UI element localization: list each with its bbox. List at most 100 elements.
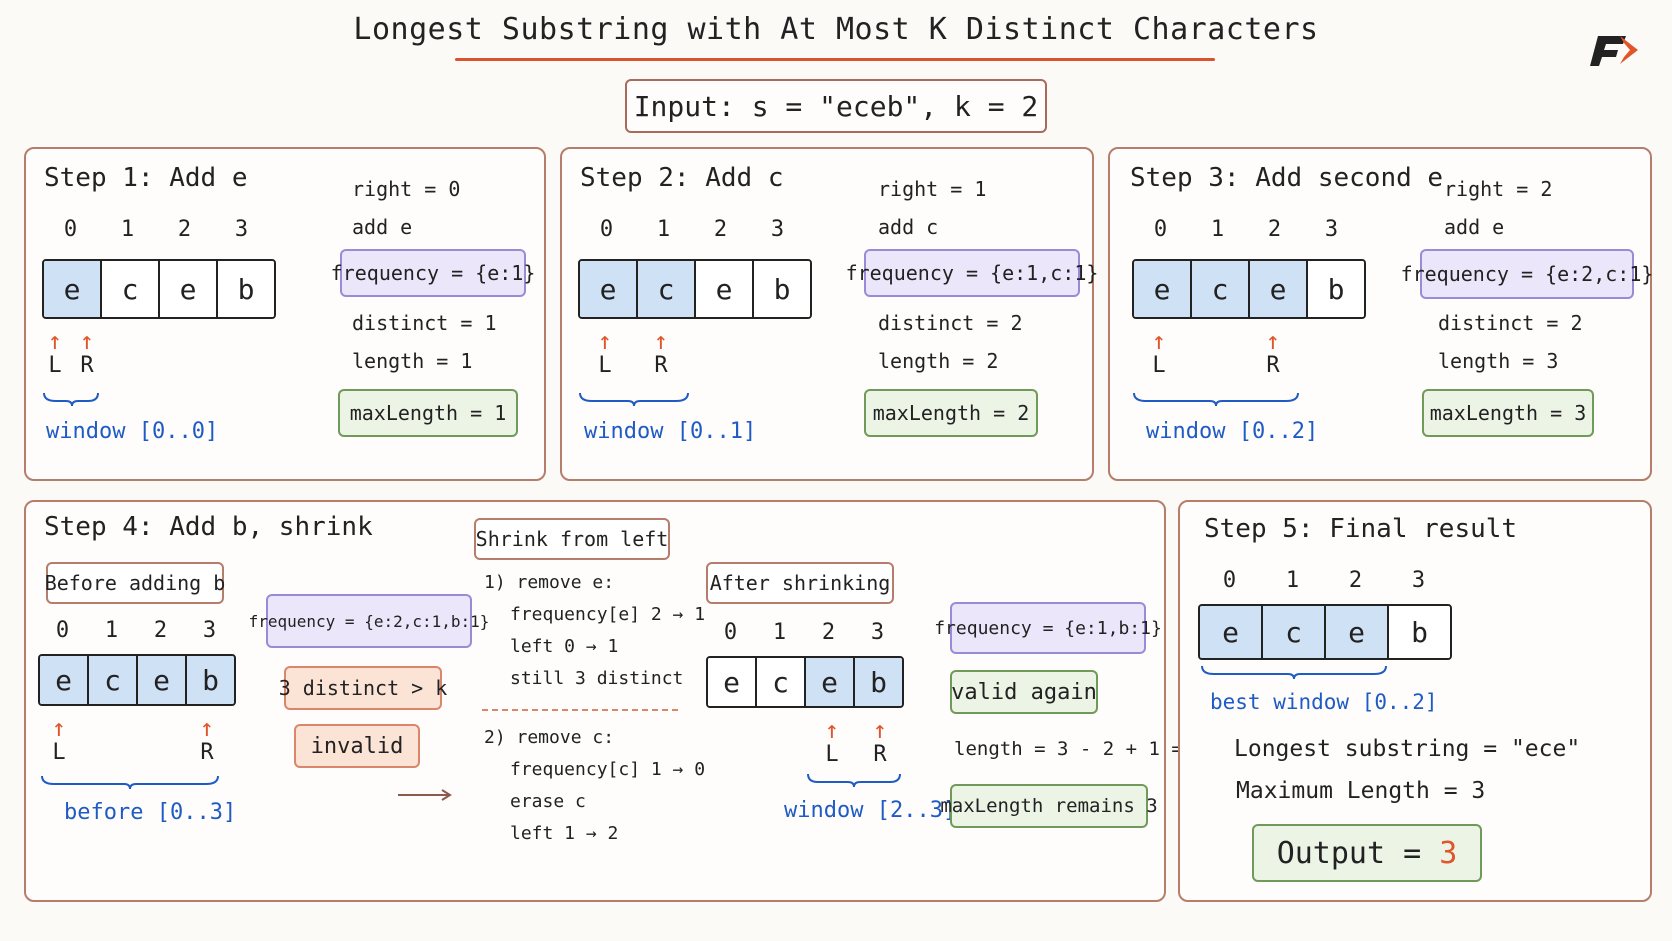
right-pointer: ↑R (79, 327, 95, 378)
shrink-step: frequency[e] 2 → 1 (510, 604, 706, 625)
maximum-length: Maximum Length = 3 (1236, 778, 1486, 804)
step4-length: length = 3 - 2 + 1 = 2 (954, 738, 1206, 760)
step4-after-indices: 0 1 2 3 (706, 620, 902, 645)
array-cell: e (708, 658, 757, 706)
output-value: 3 (1439, 835, 1458, 871)
shrink-step: still 3 distinct (510, 668, 684, 689)
array-cell: e (1200, 606, 1263, 658)
index-label: 3 (770, 217, 785, 242)
index-label: 2 (153, 618, 168, 643)
array-cell: e (40, 656, 89, 704)
brand-logo (1586, 30, 1642, 70)
array-cell: e (1250, 261, 1308, 317)
left-pointer: ↑L (597, 327, 613, 378)
step2-indices: 0 1 2 3 (578, 217, 806, 242)
left-pointer: ↑L (51, 714, 67, 765)
step2-length: length = 2 (878, 349, 999, 373)
shrink-step: erase c (510, 791, 586, 812)
array-cell: b (855, 658, 902, 706)
index-label: 0 (723, 620, 738, 645)
index-label: 3 (1324, 217, 1339, 242)
step1-add: add e (352, 215, 413, 239)
index-label: 1 (1285, 568, 1300, 593)
divider (482, 709, 678, 711)
index-label: 3 (202, 618, 217, 643)
array-cell: b (218, 261, 274, 317)
before-brace (41, 775, 219, 790)
array-cell: b (754, 261, 810, 317)
array-cell: b (187, 656, 234, 704)
index-label: 1 (772, 620, 787, 645)
frequency-after: frequency = {e:1,b:1} (934, 602, 1162, 654)
step5-indices: 0 1 2 3 (1198, 568, 1450, 593)
step2-right: right = 1 (878, 177, 987, 201)
index-label: 0 (1222, 568, 1237, 593)
step2-distinct: distinct = 2 (878, 311, 1023, 335)
index-label: 2 (713, 217, 728, 242)
step1-right: right = 0 (352, 177, 461, 201)
title-underline (455, 58, 1215, 61)
before-window: before [0..3] (64, 800, 237, 825)
index-label: 1 (104, 618, 119, 643)
step3-panel: Step 3: Add second e 0 1 2 3 e c e b ↑L … (1108, 147, 1653, 481)
step4-after-array: e c e b (706, 656, 904, 708)
step1-distinct: distinct = 1 (352, 311, 497, 335)
step2-array: e c e b (578, 259, 812, 319)
right-pointer: ↑R (199, 714, 215, 765)
index-label: 1 (656, 217, 671, 242)
array-cell: c (89, 656, 138, 704)
index-label: 2 (1267, 217, 1282, 242)
array-cell: b (1389, 606, 1450, 658)
left-pointer: ↑L (824, 716, 840, 767)
window-brace (43, 392, 99, 407)
window-brace (1133, 392, 1299, 407)
step2-maxlength: maxLength = 2 (864, 389, 1038, 437)
input-label: Input: s = "eceb", k = 2 (633, 89, 1039, 123)
best-window-brace (1201, 665, 1387, 680)
index-label: 3 (1411, 568, 1426, 593)
array-cell: e (44, 261, 102, 317)
array-cell: b (1308, 261, 1364, 317)
after-label: After shrinking (706, 562, 894, 604)
valid-again-badge: valid again (950, 670, 1098, 714)
step3-add: add e (1444, 215, 1505, 239)
shrink-step: left 0 → 1 (510, 636, 619, 657)
index-label: 2 (1348, 568, 1363, 593)
right-pointer: ↑R (872, 716, 888, 767)
before-label: Before adding b (45, 562, 225, 604)
array-cell: e (138, 656, 187, 704)
distinct-note: 3 distinct > k (279, 666, 447, 710)
array-cell: c (1263, 606, 1326, 658)
array-cell: e (1134, 261, 1192, 317)
step4-before-indices: 0 1 2 3 (38, 618, 234, 643)
index-label: 3 (234, 217, 249, 242)
invalid-badge: invalid (294, 724, 420, 768)
step3-maxlength: maxLength = 3 (1422, 389, 1594, 437)
step1-maxlength: maxLength = 1 (338, 389, 518, 437)
input-box: Input: s = "eceb", k = 2 (625, 79, 1047, 133)
step3-array: e c e b (1132, 259, 1366, 319)
left-pointer: ↑L (1151, 327, 1167, 378)
step2-window: window [0..1] (584, 419, 757, 444)
window-brace (579, 392, 689, 407)
array-cell: c (757, 658, 806, 706)
index-label: 1 (1210, 217, 1225, 242)
after-brace (807, 773, 901, 788)
output-box: Output = 3 (1252, 824, 1482, 882)
output-label: Output = (1276, 835, 1422, 871)
step5-title: Step 5: Final result (1204, 514, 1518, 544)
maxlength-remains: maxLength remains 3 (940, 784, 1158, 828)
index-label: 3 (870, 620, 885, 645)
step1-frequency: frequency = {e:1} (331, 249, 535, 297)
shrink-step: left 1 → 2 (510, 823, 619, 844)
step3-window: window [0..2] (1146, 419, 1319, 444)
step4-title: Step 4: Add b, shrink (44, 512, 373, 542)
shrink-step: frequency[c] 1 → 0 (510, 759, 706, 780)
page-title: Longest Substring with At Most K Distinc… (353, 12, 1319, 47)
step3-title: Step 3: Add second e (1130, 163, 1444, 193)
left-pointer: ↑L (47, 327, 63, 378)
array-cell: c (638, 261, 696, 317)
step1-length: length = 1 (352, 349, 473, 373)
index-label: 1 (120, 217, 135, 242)
step3-length: length = 3 (1438, 349, 1559, 373)
